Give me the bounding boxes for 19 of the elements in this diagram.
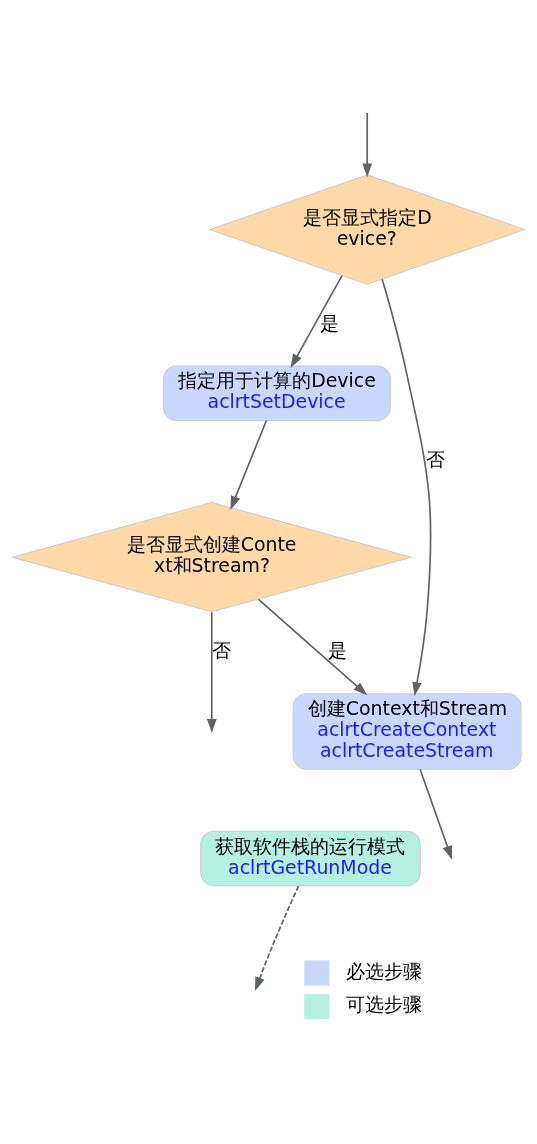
edge-label: 是 [320, 311, 340, 334]
legend-label: 可选步骤 [345, 993, 422, 1016]
node-box: 获取软件栈的运行模式 aclrtGetRunMode [200, 830, 421, 887]
edge-label: 否 [426, 448, 446, 471]
arrow [255, 885, 300, 992]
node-diamond: 是否显式创建Context和Stream? [10, 502, 414, 613]
arrow [257, 598, 368, 696]
arrow [419, 768, 452, 860]
arrow [290, 274, 343, 368]
edge-label: 是 [327, 639, 347, 662]
arrow [206, 611, 217, 733]
arrow [230, 419, 268, 510]
node-box: 创建Context和Stream aclrtCreateContext aclrtCreateStream [292, 693, 522, 770]
node-box: 指定用于计算的Device aclrtSetDevice [162, 365, 391, 422]
arrow [362, 112, 373, 178]
edge-label: 否 [212, 639, 232, 662]
legend-label: 必选步骤 [345, 959, 422, 982]
arrow [381, 278, 432, 696]
node-diamond: 是否显式指定Device? [208, 174, 527, 285]
